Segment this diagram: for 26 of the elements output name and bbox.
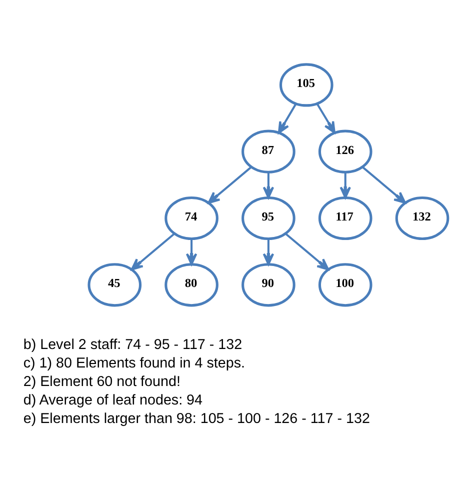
arrow: [316, 102, 335, 134]
node-ellipse: 90: [241, 262, 295, 306]
label: 2) Element 60 not found!: [22, 374, 180, 390]
node-ellipse: 80: [164, 262, 218, 306]
arrow: [262, 238, 274, 265]
node-ellipse: 105: [278, 62, 333, 106]
node-ellipse: 95: [241, 196, 295, 240]
label: e) Elements larger than 98: 105 - 100 - 126 - 117 - 132: [22, 410, 370, 427]
node-ellipse: 126: [318, 129, 372, 173]
arrow: [262, 172, 274, 198]
node-ellipse: 74: [164, 196, 218, 240]
arrow: [339, 172, 350, 198]
arrow: [277, 102, 296, 134]
arrow: [207, 166, 252, 204]
node-ellipse: 100: [318, 262, 372, 306]
arrow: [185, 238, 197, 265]
node-ellipse: 117: [318, 196, 372, 240]
label: b) Level 2 staff: 74 - 95 - 117 - 132: [22, 336, 242, 353]
label: d) Average of leaf nodes: 94: [22, 392, 202, 408]
arrow: [284, 232, 329, 270]
arrow: [361, 166, 406, 204]
node-ellipse: 87: [241, 129, 295, 173]
label: c) 1) 80 Elements found in 4 steps.: [22, 355, 245, 372]
arrow: [130, 232, 175, 270]
node-ellipse: 45: [87, 262, 142, 306]
node-ellipse: 132: [394, 196, 449, 240]
